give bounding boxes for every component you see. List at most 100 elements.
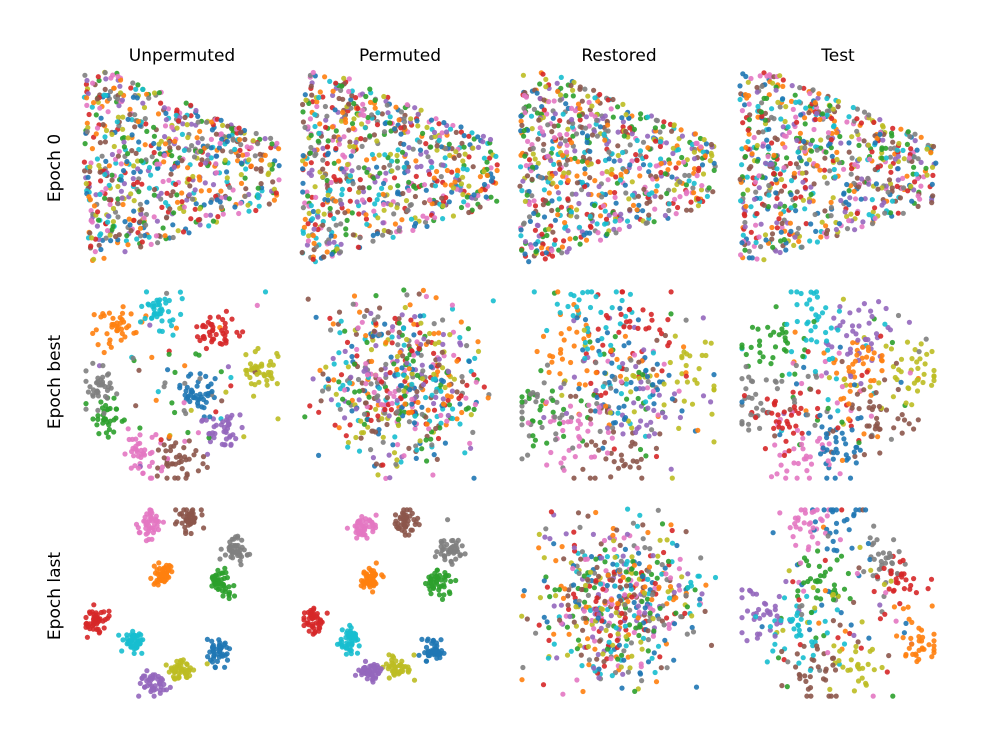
scatter-point [581, 327, 587, 333]
scatter-point [649, 317, 655, 323]
scatter-point [173, 440, 179, 446]
scatter-point [837, 133, 843, 140]
scatter-point [588, 408, 594, 414]
scatter-point [195, 430, 201, 436]
scatter-point [308, 160, 314, 166]
scatter-point [541, 414, 547, 421]
scatter-point [774, 220, 780, 226]
scatter-point [315, 208, 321, 214]
scatter-point [436, 121, 442, 127]
scatter-point [111, 417, 117, 423]
scatter-point [568, 213, 574, 219]
scatter-point [404, 336, 410, 343]
scatter-point [869, 221, 876, 227]
scatter-point [930, 193, 936, 199]
scatter-point [114, 119, 120, 125]
scatter-point [121, 181, 127, 187]
row-title-epoch-0: Epoch 0 [45, 134, 65, 202]
scatter-point [399, 149, 406, 155]
scatter-point [652, 193, 658, 199]
scatter-point [761, 257, 767, 263]
scatter-point [465, 202, 471, 208]
scatter-point [408, 216, 415, 222]
scatter-point [837, 344, 843, 350]
scatter-point [801, 138, 807, 144]
scatter-point [394, 152, 400, 159]
scatter-point [106, 163, 112, 169]
scatter-point [484, 159, 490, 165]
scatter-point [181, 400, 187, 406]
scatter-point [743, 351, 749, 358]
scatter-point [653, 163, 659, 169]
scatter-point [480, 139, 486, 145]
scatter-point [405, 207, 411, 213]
scatter-point [585, 428, 591, 434]
scatter-point [308, 144, 314, 151]
scatter-point [119, 418, 125, 424]
scatter-point [362, 137, 368, 143]
scatter-point [142, 315, 148, 322]
scatter-point [156, 141, 162, 147]
scatter-point [537, 419, 543, 425]
scatter-point [923, 336, 929, 342]
scatter-point [98, 246, 104, 253]
scatter-point [347, 173, 353, 179]
scatter-point [219, 441, 225, 447]
scatter-point [822, 155, 828, 161]
scatter-point [183, 100, 189, 106]
scatter-point [605, 429, 612, 435]
scatter-point [380, 232, 386, 238]
scatter-point [549, 198, 555, 204]
scatter-point [339, 186, 345, 192]
scatter-point [175, 160, 181, 166]
scatter-point [812, 100, 818, 106]
scatter-point [784, 340, 791, 346]
scatter-point [363, 212, 369, 218]
scatter-point [633, 386, 639, 392]
scatter-point [389, 340, 395, 346]
scatter-point [837, 471, 843, 477]
scatter-point [860, 344, 866, 350]
scatter-point [854, 391, 861, 397]
scatter-point [475, 192, 481, 199]
scatter-point [359, 430, 365, 436]
scatter-point [347, 198, 353, 204]
scatter-point [888, 146, 894, 152]
scatter-point [254, 371, 260, 377]
scatter-point [668, 311, 674, 317]
scatter-point [349, 168, 355, 174]
scatter-point [605, 128, 611, 134]
scatter-point [619, 297, 625, 304]
scatter-point [848, 171, 854, 177]
scatter-point [377, 170, 383, 176]
scatter-point [477, 204, 483, 210]
scatter-point [634, 459, 640, 465]
scatter-point [142, 116, 148, 122]
scatter-point [669, 128, 675, 134]
scatter-point [568, 209, 574, 215]
scatter-point [917, 356, 923, 362]
scatter-point [753, 414, 759, 421]
scatter-point [325, 386, 331, 392]
scatter-point [762, 160, 769, 166]
scatter-point [616, 364, 622, 370]
scatter-point [572, 148, 578, 154]
scatter-point [197, 376, 203, 382]
scatter-point [454, 172, 460, 178]
scatter-point [324, 113, 330, 119]
scatter-point [742, 102, 748, 108]
row-title-epoch-best: Epoch best [45, 335, 65, 430]
scatter-point [828, 325, 834, 331]
scatter-point [333, 145, 339, 152]
scatter-point [120, 114, 126, 120]
scatter-point [552, 414, 558, 420]
scatter-point [793, 362, 799, 369]
scatter-point [683, 362, 689, 369]
scatter-point [552, 111, 558, 117]
scatter-point [669, 174, 675, 180]
scatter-point [620, 124, 626, 130]
scatter-point [103, 235, 109, 241]
scatter-point [792, 329, 798, 335]
scatter-point [190, 394, 196, 401]
scatter-point [368, 347, 375, 353]
